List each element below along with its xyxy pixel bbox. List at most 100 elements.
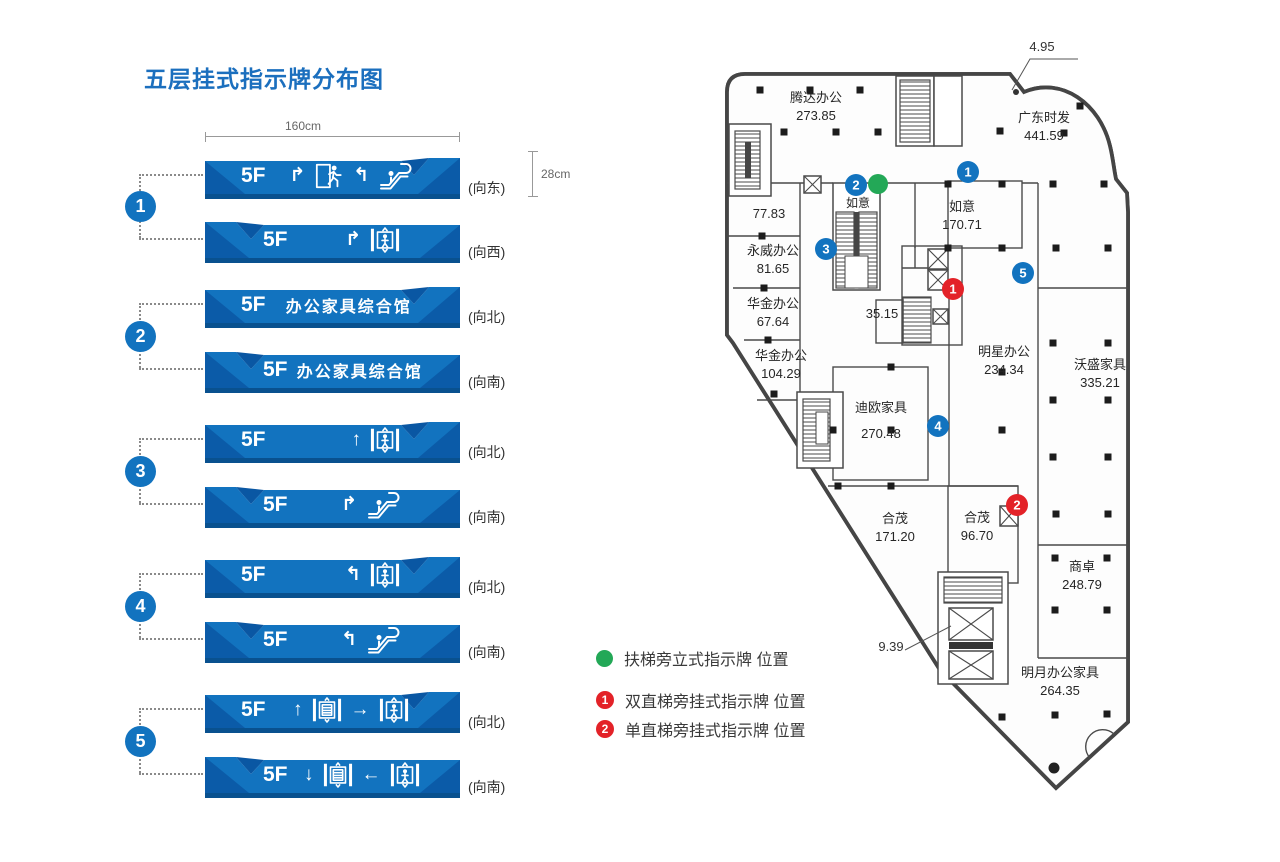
column-dot	[764, 336, 772, 344]
column-dot	[760, 284, 768, 292]
floor-label: 5F	[263, 227, 288, 251]
elevator-icon	[379, 696, 409, 724]
room-name: 商卓	[1069, 559, 1095, 574]
top-left-stairwell	[728, 123, 772, 197]
room-name: 腾达办公	[790, 90, 842, 105]
column-dot	[1049, 180, 1057, 188]
connector-line	[139, 438, 203, 440]
room-name: 如意	[846, 195, 870, 210]
column-dot	[1052, 510, 1060, 518]
column-dot	[944, 180, 952, 188]
column-dot	[1051, 554, 1059, 562]
marker-number: 5	[1019, 266, 1026, 281]
blue-marker-5	[1012, 262, 1034, 284]
column-dot	[1060, 129, 1068, 137]
connector-line	[139, 573, 203, 575]
column-dot	[1052, 244, 1060, 252]
room-name: 合茂	[964, 510, 990, 525]
exit-icon	[314, 162, 344, 190]
room-area: 264.35	[1040, 683, 1080, 698]
elevator-icon	[370, 426, 400, 454]
connector-line	[139, 368, 203, 370]
right-arrow: →	[350, 699, 370, 720]
room-name: 如意	[949, 199, 975, 214]
connector-line	[139, 238, 203, 240]
structural-columns	[756, 86, 1112, 721]
room-name: 华金办公	[747, 296, 799, 311]
marker-number: 1	[964, 165, 971, 180]
page-title: 五层挂式指示牌分布图	[144, 66, 384, 92]
column-dot	[998, 368, 1006, 376]
group-number-badge: 4	[125, 590, 156, 622]
column-dot	[887, 363, 895, 371]
sign-banner-shape	[205, 158, 460, 199]
red-marker-1	[942, 278, 964, 300]
column-dot	[780, 128, 788, 136]
floor-label: 5F	[241, 163, 266, 187]
elevator-icon	[370, 226, 400, 254]
direction-label: (向南)	[468, 644, 506, 660]
sign-content: 5F↑	[205, 421, 460, 458]
column-dot	[1051, 606, 1059, 614]
column-dot	[1049, 453, 1057, 461]
column-dot	[998, 180, 1006, 188]
floor-label: 5F	[263, 627, 288, 651]
height-dimension-line	[528, 151, 538, 197]
room-area: 273.85	[796, 108, 836, 123]
sign-content: 5F↓←	[205, 756, 460, 793]
top-stairwell	[895, 75, 963, 147]
blue-marker-1	[957, 161, 979, 183]
column-dot	[829, 426, 837, 434]
column-dot	[834, 482, 842, 490]
x-box	[803, 175, 822, 194]
room-area: 335.21	[1080, 375, 1120, 390]
escalator-icon	[366, 491, 400, 519]
connector-line	[139, 303, 203, 305]
core-blocks	[728, 75, 1019, 685]
column-dot	[1104, 339, 1112, 347]
floor-label: 5F	[263, 492, 288, 516]
room-area: 81.65	[757, 261, 790, 276]
sign-content: 5F↱↰	[205, 157, 460, 194]
floor-label: 5F	[263, 357, 288, 381]
column-dot	[1051, 711, 1059, 719]
up-arrow: ↑	[293, 699, 303, 720]
column-dot	[832, 128, 840, 136]
connector-line	[139, 773, 203, 775]
room-area: 248.79	[1062, 577, 1102, 592]
room-name: 华金办公	[755, 348, 807, 363]
sign-content: 5F↱	[205, 221, 460, 258]
height-dimension-label: 28cm	[541, 167, 571, 181]
column-dot	[998, 426, 1006, 434]
room-name: 迪欧家具	[855, 400, 907, 415]
column-dot	[1104, 396, 1112, 404]
up-arrow: ↑	[351, 429, 362, 450]
direction-label: (向北)	[468, 309, 506, 325]
sign-content: 5F↰	[205, 556, 460, 593]
sign-text: 办公家具综合馆	[285, 298, 412, 316]
room-area: 67.64	[757, 314, 790, 329]
column-dot	[1103, 710, 1111, 718]
room-name: 永威办公	[747, 243, 799, 258]
room-name: 明星办公	[978, 344, 1030, 359]
sign-1a: 5F↱↰(向东)	[205, 152, 555, 199]
room-area: 77.83	[753, 206, 786, 221]
room-area: 234.34	[984, 362, 1024, 377]
connector-line	[139, 174, 203, 176]
connector-line	[139, 503, 203, 505]
freight-elevator-icon	[323, 761, 353, 789]
sign-banner-shape	[205, 622, 460, 663]
sign-3a: 5F↑(向北)	[205, 416, 555, 463]
column-dot	[1049, 339, 1057, 347]
marker-number: 2	[1013, 498, 1020, 513]
group-number-badge: 5	[125, 725, 156, 757]
turn-left-arrow: ↰	[341, 629, 357, 650]
sign-content: 5F ↰	[205, 621, 460, 658]
blue-marker-2	[845, 174, 867, 196]
